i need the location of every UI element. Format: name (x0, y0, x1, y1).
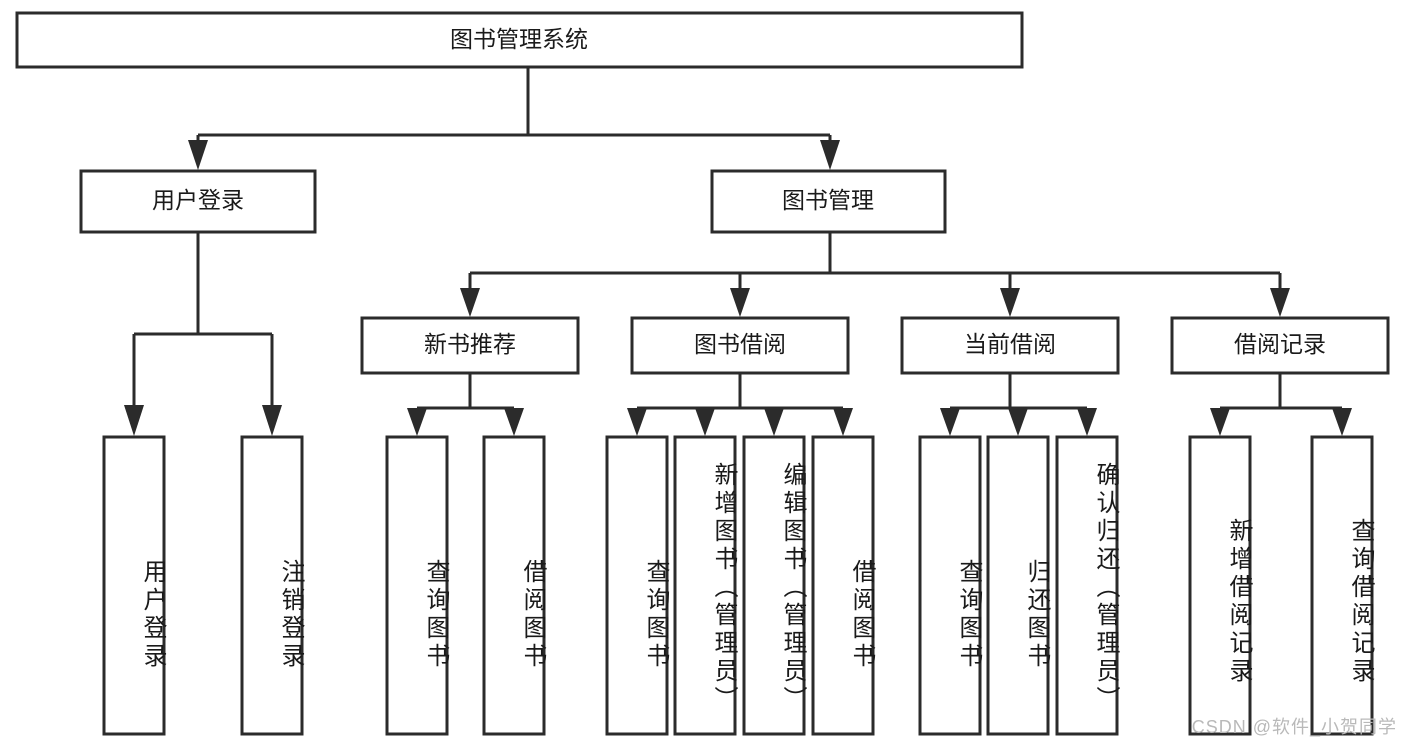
node-leaf-logout[interactable] (240, 435, 304, 736)
node-layer: 图书管理系统 用户登录 图书管理 新书推荐 图书借阅 当前借阅 借阅记录 (15, 11, 1390, 736)
arrow-to-leaf-user-login (124, 405, 144, 436)
node-user-login[interactable] (79, 169, 317, 234)
arrow-cb-to-query-book (940, 408, 960, 436)
node-user-login-label: 用户登录 (152, 187, 244, 213)
node-leaf-borrow-book-nbr[interactable] (482, 435, 546, 736)
arrow-bb-to-edit-book (764, 408, 784, 436)
node-book-borrowing[interactable] (630, 316, 850, 375)
node-current-borrowing-label: 当前借阅 (964, 331, 1056, 357)
arrow-root-to-user-login (188, 140, 208, 170)
csdn-watermark: CSDN @软件_小贺同学 (1191, 717, 1397, 737)
node-borrowing-records[interactable] (1170, 316, 1390, 375)
arrow-to-new-book-rec (460, 288, 480, 317)
node-leaf-user-login[interactable] (102, 435, 166, 736)
arrow-to-book-borrow (730, 288, 750, 317)
connector-layer (124, 67, 1352, 436)
node-leaf-borrow-book-bb[interactable] (811, 435, 875, 736)
arrow-to-leaf-logout (262, 405, 282, 436)
node-leaf-query-book-nbr[interactable] (385, 435, 449, 736)
arrow-br-to-query-record (1332, 408, 1352, 436)
node-leaf-add-borrow-record[interactable] (1188, 435, 1252, 736)
node-book-management[interactable] (710, 169, 947, 234)
node-leaf-confirm-return-admin[interactable] (1055, 435, 1119, 736)
arrow-cb-to-confirm-return (1077, 408, 1097, 436)
node-leaf-query-book-cb[interactable] (918, 435, 982, 736)
arrow-cb-to-return-book (1008, 408, 1028, 436)
arrow-to-current-borrow (1000, 288, 1020, 317)
node-current-borrowing[interactable] (900, 316, 1120, 375)
arrow-to-borrow-records (1270, 288, 1290, 317)
node-book-borrowing-label: 图书借阅 (694, 331, 786, 357)
node-leaf-return-book[interactable] (986, 435, 1050, 736)
arrow-bb-to-query-book (627, 408, 647, 436)
arrow-root-to-book-mgmt (820, 140, 840, 170)
node-root-book-management-system[interactable] (15, 11, 1024, 69)
arrow-nbr-to-query-book (407, 408, 427, 436)
node-leaf-query-borrow-record[interactable] (1310, 435, 1374, 736)
node-root-label: 图书管理系统 (450, 26, 588, 52)
arrow-br-to-add-record (1210, 408, 1230, 436)
arrow-nbr-to-borrow-book (504, 408, 524, 436)
node-leaf-add-book-admin[interactable] (673, 435, 737, 736)
arrow-bb-to-borrow-book (833, 408, 853, 436)
node-leaf-edit-book-admin[interactable] (742, 435, 806, 736)
node-new-book-recommendation-label: 新书推荐 (424, 331, 516, 357)
node-leaf-query-book-bb[interactable] (605, 435, 669, 736)
node-borrowing-records-label: 借阅记录 (1234, 331, 1326, 357)
arrow-bb-to-add-book (695, 408, 715, 436)
node-book-management-label: 图书管理 (782, 187, 874, 213)
node-new-book-recommendation[interactable] (360, 316, 580, 375)
